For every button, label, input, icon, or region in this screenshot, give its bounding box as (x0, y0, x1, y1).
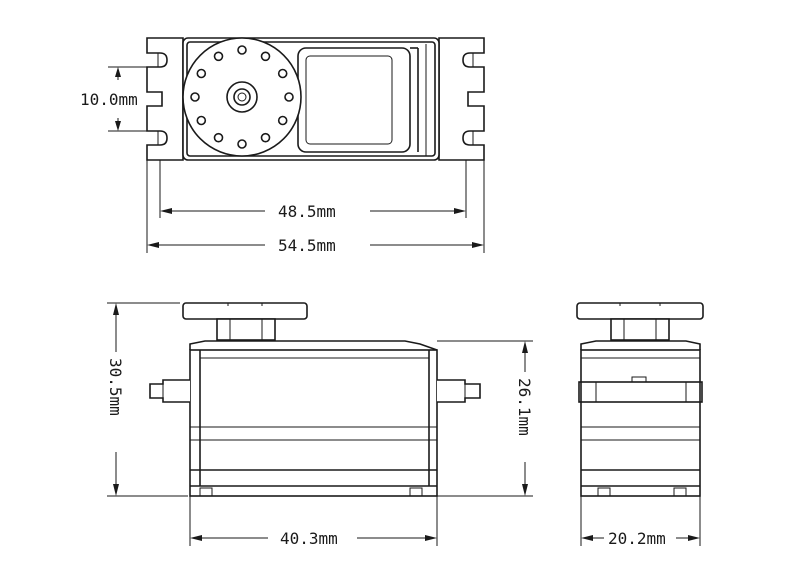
output-shaft (226, 81, 258, 113)
horn-holes (190, 45, 294, 149)
side-shaft-hub (216, 318, 276, 341)
horn-hole (213, 132, 224, 143)
dim-20-2mm: 20.2mm (580, 496, 701, 548)
top-view (146, 37, 485, 161)
horn-hole (237, 139, 247, 149)
horn-hole (277, 68, 288, 79)
label-30-5mm: 30.5mm (106, 358, 125, 416)
label-20-2mm: 20.2mm (608, 529, 666, 548)
mounting-flange-right (438, 37, 485, 161)
horn-hole (196, 115, 207, 126)
dim-26-1mm: 26.1mm (437, 340, 534, 497)
mounting-flange (146, 37, 184, 161)
horn-hole (237, 45, 247, 55)
label-54-5mm: 54.5mm (278, 236, 336, 255)
side-tab-left (149, 379, 190, 403)
dim-30-5mm: 30.5mm (106, 302, 188, 497)
horn-hole (260, 132, 271, 143)
label-26-1mm: 26.1mm (515, 378, 534, 436)
side-case (189, 349, 438, 497)
horn-hole (260, 51, 271, 62)
side-tab-right (437, 379, 481, 403)
side-horn (182, 302, 308, 320)
label-40-3mm: 40.3mm (280, 529, 338, 548)
side-view (149, 302, 481, 497)
dim-40-3mm: 40.3mm (189, 496, 438, 548)
dim-54-5mm: 54.5mm (146, 160, 485, 255)
horn-hole (190, 92, 200, 102)
end-horn (576, 302, 704, 320)
horn-hole (277, 115, 288, 126)
horn-hole (284, 92, 294, 102)
horn-hole (213, 51, 224, 62)
label-10mm: 10.0mm (80, 90, 138, 109)
dim-10mm: 10.0mm (80, 66, 150, 132)
horn-hole (196, 68, 207, 79)
end-case (580, 349, 701, 497)
label-48-5mm: 48.5mm (278, 202, 336, 221)
end-view (576, 302, 704, 497)
dim-48-5mm: 48.5mm (159, 160, 467, 221)
end-shaft-hub (610, 318, 670, 341)
